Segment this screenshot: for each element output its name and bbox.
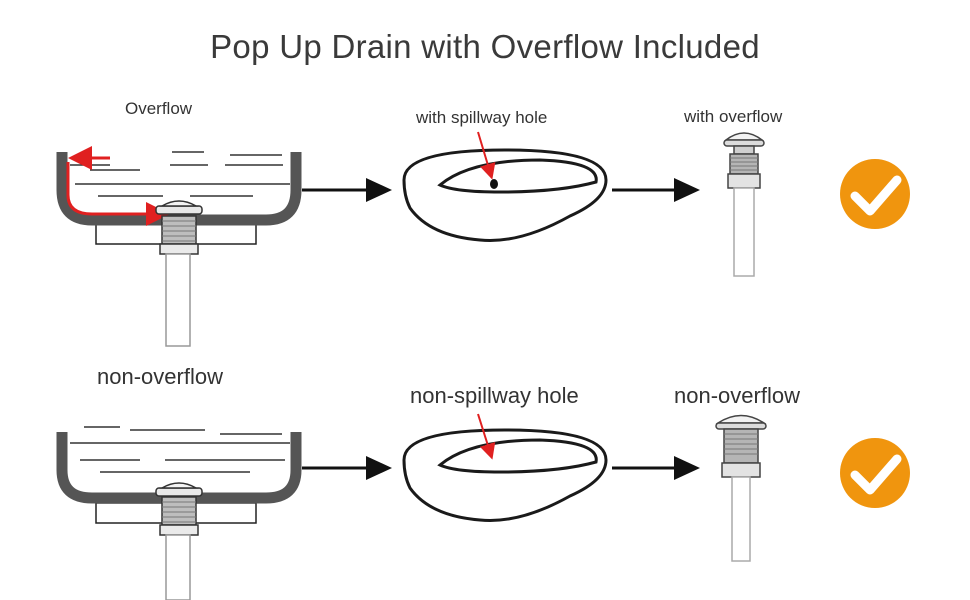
flow-arrow-3 — [302, 456, 392, 480]
flow-arrow-1 — [302, 178, 392, 202]
check-circle-icon — [840, 159, 910, 229]
drain-with-overflow — [723, 132, 765, 277]
sink-non-spillway — [402, 413, 608, 522]
drain-non-overflow — [715, 414, 767, 562]
sink-label-spillway: with spillway hole — [416, 108, 548, 127]
drain-label-overflow: with overflow — [684, 107, 783, 126]
water-lines — [70, 426, 290, 473]
non-spillway-pointer-arrow — [477, 413, 496, 460]
sink-label-non-spillway: non-spillway hole — [410, 383, 579, 408]
basin-overflow-illustration — [56, 146, 302, 347]
spillway-hole — [490, 179, 498, 189]
check-circle-icon — [840, 438, 910, 508]
flow-arrow-2 — [612, 178, 700, 202]
drain-label-non-overflow: non-overflow — [674, 383, 800, 408]
pop-up-drain-left-2 — [155, 482, 203, 600]
flow-arrow-4 — [612, 456, 700, 480]
basin-non-overflow-illustration — [56, 426, 302, 600]
basin-label-overflow: Overflow — [125, 99, 193, 118]
overflow-flow-arrow — [66, 162, 170, 226]
spillway-pointer-arrow — [477, 131, 496, 180]
sink-with-spillway — [402, 131, 608, 242]
page-title: Pop Up Drain with Overflow Included — [210, 28, 760, 65]
pop-up-drain-left — [155, 200, 203, 347]
basin-label-non-overflow: non-overflow — [97, 364, 223, 389]
